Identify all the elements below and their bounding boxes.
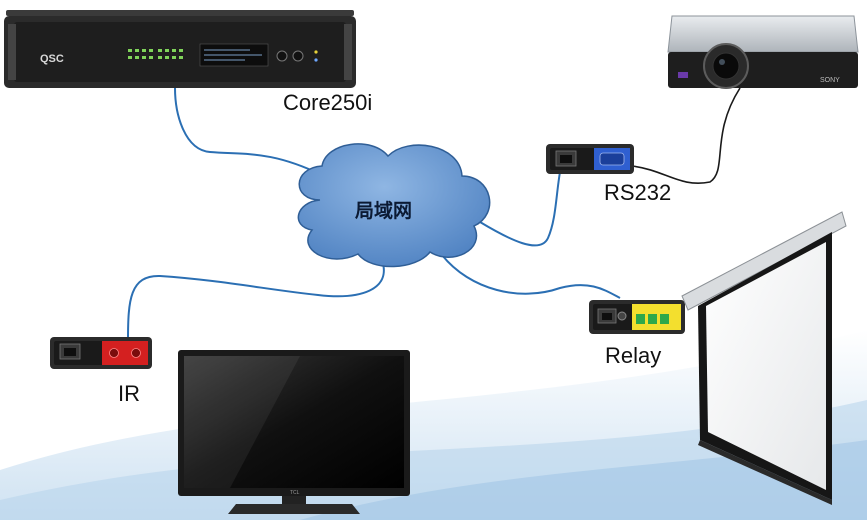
relay-label: Relay [605, 343, 662, 368]
cable-rs232 [479, 171, 561, 247]
projection-screen-icon [681, 211, 847, 505]
qsc-logo: QSC [40, 53, 64, 65]
ir-label: IR [118, 381, 140, 406]
cable-relay [441, 254, 621, 299]
cable-ir [127, 259, 385, 341]
sony-logo: SONY [820, 77, 840, 84]
tcl-logo: TCL [290, 490, 300, 496]
projector-icon: SONY [667, 15, 859, 89]
relay-adapter-icon [589, 300, 685, 334]
cloud-icon [297, 143, 491, 268]
dsp-processor-icon: QSC [4, 10, 356, 88]
core250i-label: Core250i [283, 90, 373, 115]
network-cables [127, 87, 741, 341]
ir-adapter-icon [50, 337, 152, 369]
rs232-adapter-icon [546, 144, 634, 174]
lan-label: 局域网 [355, 200, 413, 222]
television-icon: TCL [178, 350, 410, 514]
cable-projector [631, 87, 741, 184]
cable-core [174, 87, 323, 176]
rs232-label: RS232 [604, 180, 672, 205]
